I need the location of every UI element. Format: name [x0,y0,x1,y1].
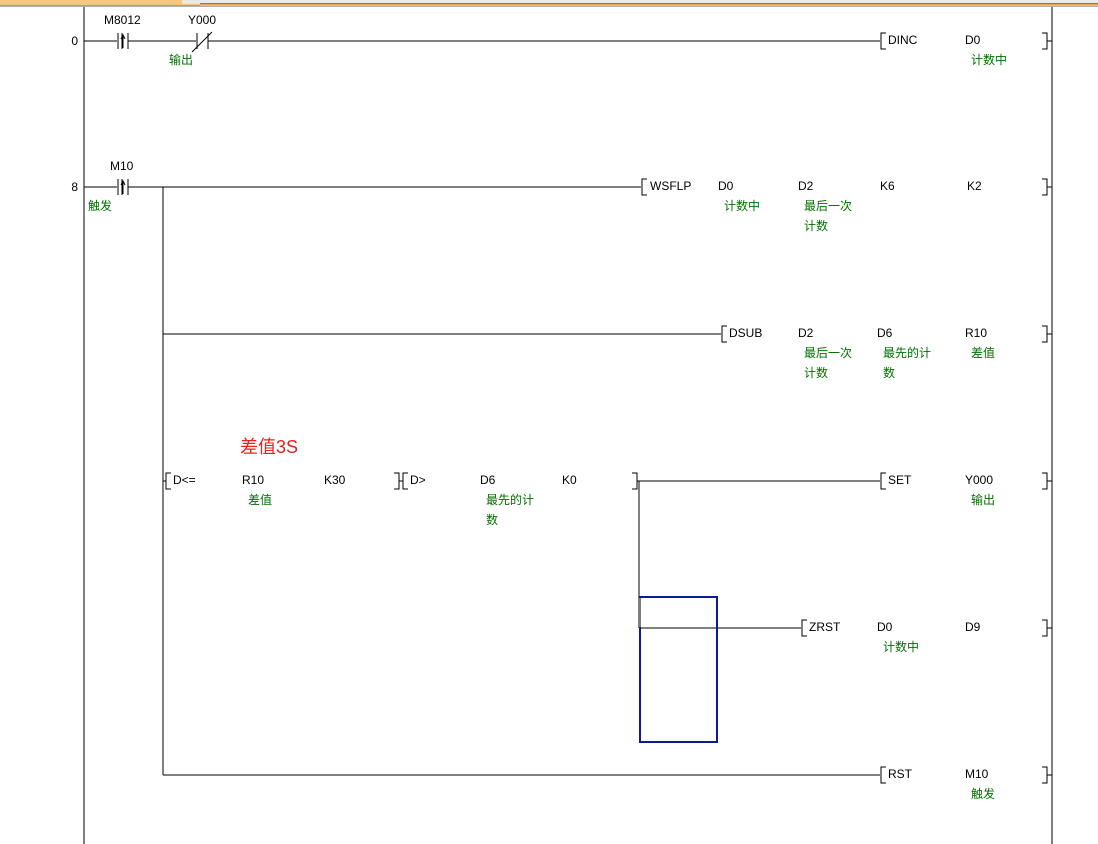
instruction-name: ZRST [809,620,841,634]
device-comment: 数 [883,366,896,380]
device-comment: 触发 [971,787,996,801]
window-edge [0,6,1098,7]
device-comment: 最后一次 [804,346,853,360]
operand: D0 [877,620,893,634]
device-comment: 计数中 [971,53,1008,67]
operand: D2 [798,179,814,193]
operand: K2 [967,179,982,193]
instruction-name: RST [888,767,912,781]
operand: R10 [965,326,988,340]
instruction-bracket-dinc [880,32,1052,50]
operand: R10 [242,473,265,487]
operand: K30 [324,473,346,487]
compare-instruction: D> [410,473,426,487]
step-number: 8 [71,180,78,194]
rising-edge-contact-icon[interactable] [117,179,129,195]
device-comment: 触发 [88,199,113,213]
device-comment: 计数 [804,366,829,380]
instruction-name: WSFLP [650,179,692,193]
operand: D2 [798,326,814,340]
device-comment: 最先的计 [883,346,932,360]
device-comment: 计数 [804,219,829,233]
operand: D0 [965,33,981,47]
operand: D0 [718,179,734,193]
instruction-name: SET [888,473,912,487]
contact-device-label: M10 [110,159,134,173]
instruction-name: DSUB [729,326,763,340]
device-comment: 差值 [971,346,996,360]
device-comment: 计数中 [883,640,920,654]
operand: M10 [965,767,989,781]
operand: D6 [480,473,496,487]
step-number: 0 [71,34,78,48]
operand: K6 [880,179,895,193]
instruction-name: DINC [888,33,918,47]
window-title-strip [0,0,1098,6]
operand: Y000 [965,473,994,487]
device-comment: 最先的计 [486,493,535,507]
operand: D6 [877,326,893,340]
compare-instruction: D<= [173,473,196,487]
operand: D9 [965,620,981,634]
tab-icon [182,0,200,4]
rising-edge-contact-icon[interactable] [117,33,129,49]
device-comment: 最后一次 [804,199,853,213]
operand: K0 [562,473,577,487]
contact-device-label: Y000 [188,13,217,27]
statement-note: 差值3S [240,437,299,457]
device-comment: 输出 [971,493,996,507]
normally-closed-contact-icon[interactable] [191,31,213,53]
document-tab[interactable] [0,0,200,6]
rung-0 [84,31,1052,53]
edit-cursor[interactable] [639,596,718,743]
title-divider [200,3,1098,6]
device-comment: 输出 [169,53,194,67]
device-comment: 差值 [248,493,273,507]
device-comment: 数 [486,513,499,527]
rung-8 [84,178,1052,784]
device-comment: 计数中 [724,199,761,213]
contact-device-label: M8012 [104,13,141,27]
